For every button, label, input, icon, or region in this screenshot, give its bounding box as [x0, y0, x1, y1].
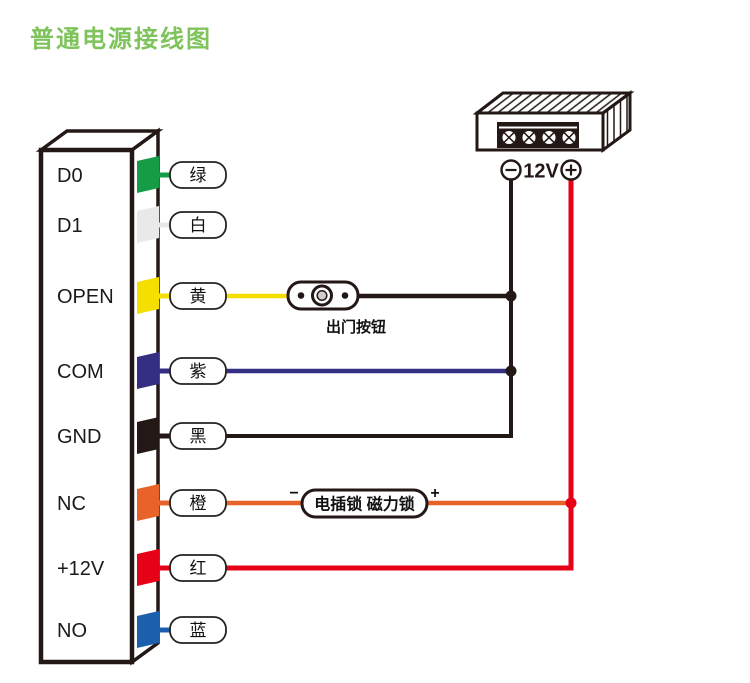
terminal-row-12v: +12V 红	[57, 549, 227, 586]
pin-label: NC	[57, 493, 86, 515]
wire-color-label: 蓝	[190, 621, 207, 640]
lock: − + 电插锁 磁力锁	[289, 485, 440, 519]
wire-color-label: 红	[190, 559, 207, 578]
pin-label: D1	[57, 215, 83, 237]
wire-red-12v-to-plus	[226, 179, 574, 571]
exit-button-label: 出门按钮	[326, 318, 386, 336]
pin-label: COM	[57, 361, 104, 383]
push-button-center-icon	[316, 289, 328, 302]
wire-color-label: 橙	[190, 494, 207, 513]
terminal-row-nc: NC 橙	[57, 484, 227, 521]
wires	[226, 179, 577, 571]
controller-front-face	[38, 147, 135, 665]
page-title: 普通电源接线图	[30, 25, 212, 53]
screw-terminal-icon	[500, 129, 518, 146]
lock-label: 电插锁 磁力锁	[314, 495, 414, 514]
pin-label: +12V	[57, 558, 105, 580]
screw-dot-icon	[297, 292, 305, 299]
terminal-row-com: COM 紫	[57, 352, 227, 389]
terminal-row-gnd: GND 黑	[57, 417, 227, 454]
screw-terminal-icon	[520, 129, 538, 146]
wire-black-gnd-to-minus	[226, 179, 513, 438]
minus-terminal-icon	[500, 159, 522, 181]
wire-color-label: 绿	[190, 166, 207, 185]
terminal-row-no: NO 蓝	[57, 611, 227, 648]
pin-label: OPEN	[57, 286, 114, 308]
terminal-row-open: OPEN 黄	[57, 277, 227, 314]
plus-terminal-icon	[560, 159, 582, 181]
screw-dot-icon	[341, 292, 349, 299]
wire-color-pill	[169, 211, 227, 239]
lock-minus-sign: −	[289, 485, 298, 502]
screw-terminal-icon	[560, 129, 578, 146]
wire-color-pill	[169, 489, 227, 517]
wire-color-pill	[169, 554, 227, 582]
lock-plus-sign: +	[430, 485, 439, 502]
wire-color-label: 白	[190, 216, 207, 235]
lock-body	[300, 488, 429, 519]
pin-label: GND	[57, 426, 101, 448]
wire-color-label: 黄	[190, 287, 207, 306]
exit-button: 出门按钮	[286, 280, 386, 336]
junction-dot	[505, 290, 517, 302]
pin-label: NO	[57, 620, 87, 642]
pin-label: D0	[57, 165, 83, 187]
screw-terminals	[500, 129, 578, 146]
junction-dot	[505, 365, 517, 377]
wire-color-pill	[169, 161, 227, 189]
wire-color-pill	[169, 357, 227, 385]
power-supply: 12V	[472, 90, 635, 183]
junction-dot	[565, 497, 577, 509]
wire-color-label: 黑	[190, 427, 207, 446]
voltage-label: 12V	[523, 161, 559, 183]
terminal-row-d0: D0 绿	[57, 156, 227, 193]
screw-terminal-icon	[540, 129, 558, 146]
controller-body	[35, 127, 164, 666]
wire-color-pill	[169, 282, 227, 310]
wire-color-pill	[169, 616, 227, 644]
wire-color-label: 紫	[190, 362, 207, 381]
wire-color-pill	[169, 422, 227, 450]
terminal-row-d1: D1 白	[57, 206, 227, 243]
